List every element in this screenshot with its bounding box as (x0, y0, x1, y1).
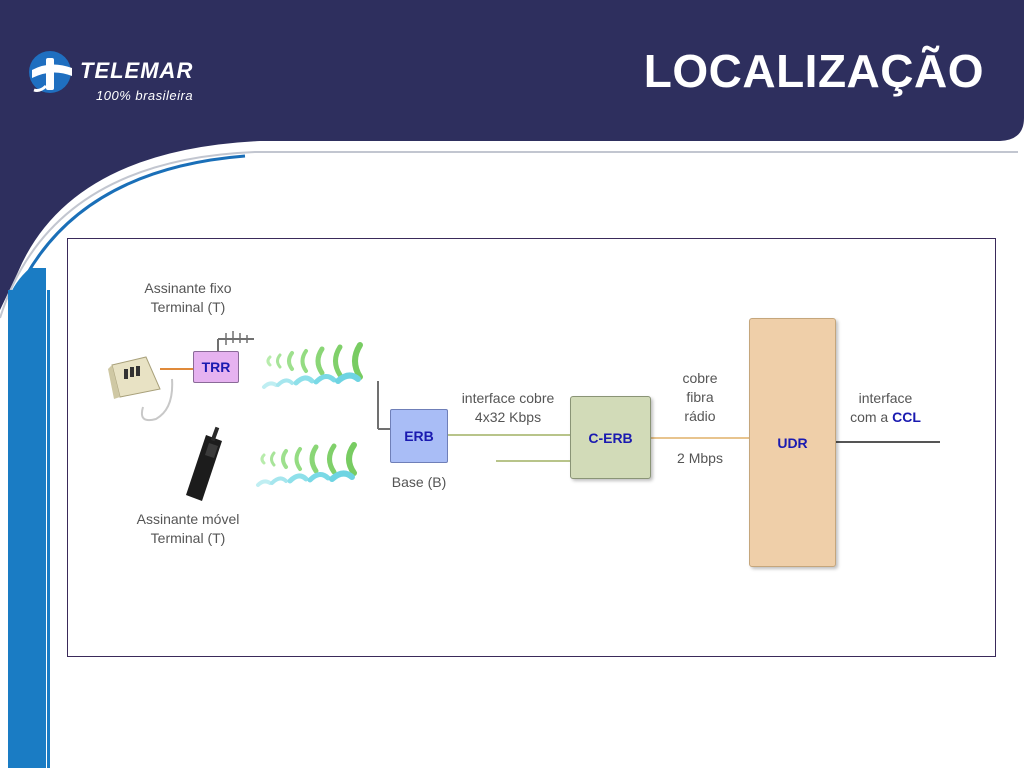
cerb-link-rate: 2 Mbps (677, 450, 723, 466)
network-diagram: Assinante fixo Terminal (T) Assinante mó… (67, 238, 996, 657)
brand-name: TELEMAR (80, 58, 194, 83)
fixed-subscriber-line2: Terminal (T) (150, 299, 226, 315)
mobile-subscriber-line2: Terminal (T) (150, 530, 226, 546)
cerb-link-label: cobre fibra rádio (660, 369, 740, 426)
erb-link-line2: 4x32 Kbps (474, 409, 542, 425)
telemar-logo-icon (29, 51, 72, 93)
cerb-box: C-ERB (570, 396, 651, 479)
trr-box: TRR (193, 351, 239, 383)
desk-phone-icon (108, 356, 174, 422)
radio-wave-icon (262, 342, 363, 389)
udr-box: UDR (749, 318, 836, 567)
cerb-link-line2: fibra (686, 389, 714, 405)
cerb-link-line3: rádio (684, 408, 716, 424)
left-accent-stripe (47, 290, 50, 768)
erb-box: ERB (390, 409, 448, 463)
ccl-interface-label: interface com a CCL (838, 389, 933, 427)
brand-tagline: 100% brasileira (96, 88, 194, 103)
erb-link-line1: interface cobre (461, 390, 555, 406)
mobile-phone-icon (186, 426, 222, 501)
radio-wave-icon (256, 442, 357, 487)
page-title: LOCALIZAÇÃO (643, 45, 984, 97)
ccl-highlight: CCL (892, 409, 921, 425)
header-band (0, 0, 1024, 310)
left-accent-curve-cap (8, 268, 46, 300)
antenna-icon (217, 331, 254, 351)
mobile-subscriber-line1: Assinante móvel (136, 511, 240, 527)
header-shadow-curve (0, 151, 1018, 319)
left-accent-bar (8, 290, 46, 768)
fixed-subscriber-label: Assinante fixo Terminal (T) (123, 279, 253, 317)
ccl-interface-line1: interface (858, 390, 913, 406)
ccl-interface-prefix: com a (850, 409, 893, 425)
telemar-logo: TELEMAR 100% brasileira (28, 46, 248, 106)
cerb-link-line1: cobre (682, 370, 718, 386)
base-label: Base (B) (391, 474, 447, 490)
erb-link-label: interface cobre 4x32 Kbps (443, 389, 573, 427)
fixed-subscriber-line1: Assinante fixo (144, 280, 232, 296)
mobile-subscriber-label: Assinante móvel Terminal (T) (118, 510, 258, 548)
ccl-interface-line2: com a CCL (838, 408, 933, 427)
diagram-graphics (108, 331, 940, 501)
